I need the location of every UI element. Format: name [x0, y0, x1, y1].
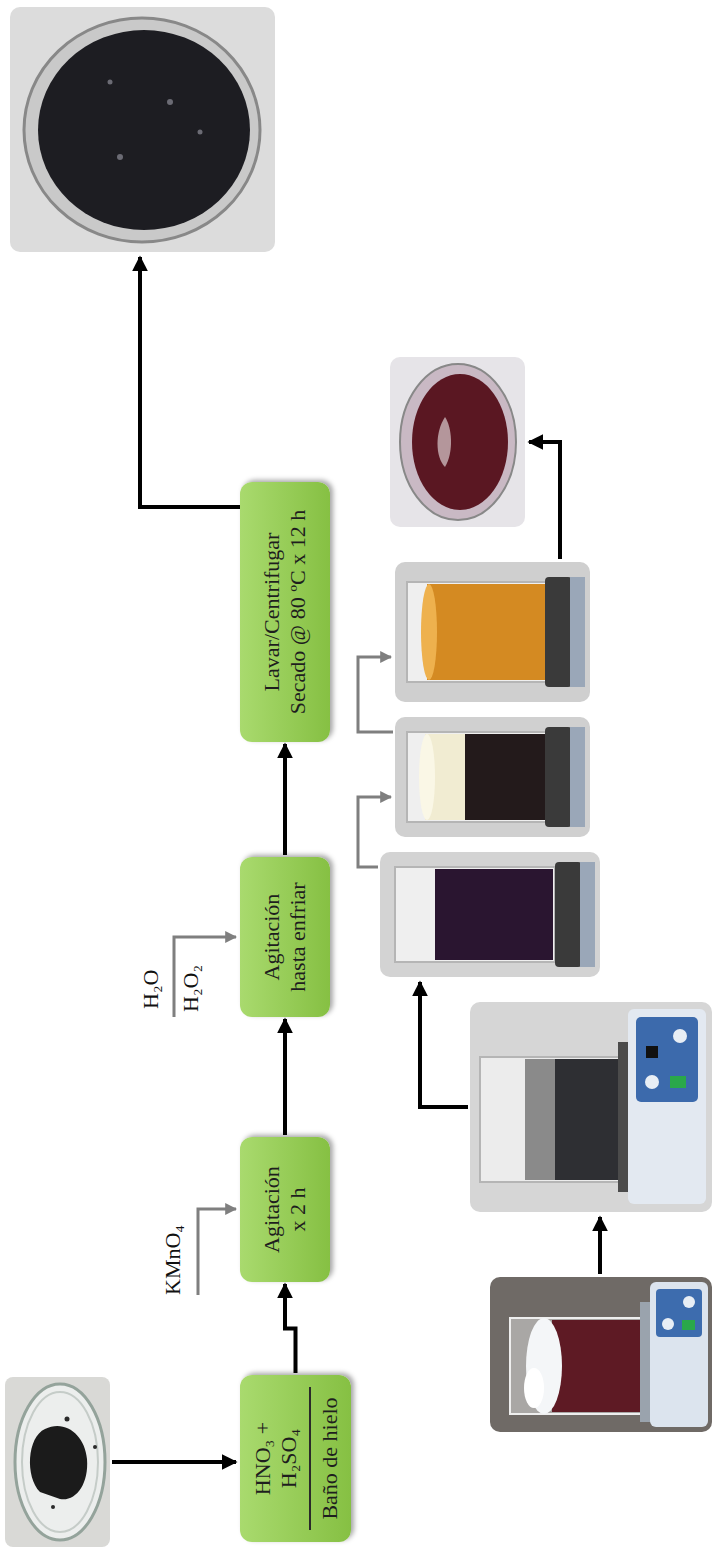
petri-dish: [400, 364, 516, 520]
photo-ground: [470, 1002, 712, 1212]
process-box: Agitación x 2 h: [240, 1137, 330, 1282]
film-speck: [108, 80, 113, 85]
stirrer-plate: [545, 727, 572, 827]
film-speck: [167, 99, 173, 105]
flow-arrow: [420, 982, 468, 1107]
stirrer-body: [650, 1282, 708, 1427]
liquid: [435, 869, 553, 960]
reagent-line: [198, 1209, 236, 1295]
beaker-photo: [395, 562, 590, 702]
powder-grain: [93, 1445, 97, 1449]
process-box: HNO₃ + H₂SO₄Baño de hielo: [240, 1375, 351, 1542]
knob: [683, 1296, 695, 1308]
beaker-photo: [470, 1002, 712, 1212]
reagent-label: KMnO₄: [160, 1225, 186, 1295]
beaker-photo: [395, 717, 590, 837]
graphite-powder: [30, 1426, 87, 1499]
reflection: [438, 417, 452, 467]
petri-photo: [10, 7, 275, 252]
process-box: Agitación hasta enfriar: [240, 857, 330, 1017]
beaker: [480, 1057, 620, 1182]
beaker-photo: [380, 852, 600, 977]
petri-dish: [15, 1384, 105, 1540]
box-text: Secado @ 80 ºC x 12 h: [285, 510, 311, 714]
film-speck: [117, 154, 123, 160]
flow-arrow: [112, 1460, 236, 1464]
powder-grain: [51, 1505, 55, 1509]
beaker-photo: [490, 1277, 712, 1432]
stirrer-body: [628, 1009, 706, 1204]
step-line: [358, 797, 391, 867]
petri-dish: [24, 18, 260, 242]
knob: [673, 1029, 687, 1043]
photo-ground: [390, 357, 525, 527]
photo-ground: [10, 7, 275, 252]
liquid: [552, 1320, 648, 1412]
switch: [646, 1046, 658, 1058]
photo-ground: [490, 1277, 712, 1432]
stirrer-plate: [555, 862, 582, 967]
flow-arrow: [283, 744, 287, 855]
photo-ground: [395, 717, 590, 837]
liquid: [421, 584, 437, 680]
liquid: [465, 734, 545, 820]
step-line: [358, 657, 393, 732]
liquid: [525, 1059, 555, 1180]
ice: [524, 1368, 544, 1408]
photo-ground: [395, 562, 590, 702]
beaker: [407, 732, 547, 822]
powder-grain: [65, 1417, 70, 1422]
box-text: HNO₃ + H₂SO₄: [248, 1387, 311, 1530]
switch: [682, 1320, 695, 1330]
photo-ground: [380, 852, 600, 977]
stirrer-body: [580, 862, 595, 967]
flow-arrow: [285, 1284, 296, 1373]
flow-arrow: [529, 442, 560, 559]
box-text: Lavar/Centrifugar: [259, 533, 285, 692]
flow-arrow: [140, 257, 240, 507]
stirrer-panel: [636, 1017, 698, 1102]
reagent-label: H₂O: [138, 970, 164, 1009]
beaker: [510, 1318, 650, 1414]
liquid: [427, 584, 545, 680]
beaker: [395, 867, 555, 962]
stirrer-panel: [656, 1289, 702, 1337]
film: [38, 30, 250, 230]
petri-photo: [390, 357, 525, 527]
beaker: [407, 582, 547, 682]
switch: [670, 1076, 686, 1088]
stirrer-plate: [545, 577, 572, 687]
knob: [645, 1075, 659, 1089]
foam: [419, 734, 435, 820]
box-text: Baño de hielo: [317, 1397, 343, 1519]
liquid: [412, 374, 508, 510]
stirrer-body: [570, 727, 585, 827]
petri-rim: [22, 1392, 98, 1532]
stirrer-body: [570, 577, 585, 687]
liquid: [555, 1059, 618, 1180]
reagent-line: [174, 937, 236, 1017]
box-text: Agitación x 2 h: [259, 1162, 312, 1258]
photo-ground: [5, 1377, 110, 1547]
flow-arrow: [598, 1217, 602, 1274]
box-text: Agitación hasta enfriar: [259, 875, 312, 1000]
graphite-photo: [5, 1377, 110, 1547]
reagent-label: H₂O₂: [178, 965, 204, 1012]
process-box: Lavar/CentrifugarSecado @ 80 ºC x 12 h: [240, 482, 330, 742]
knob: [662, 1318, 674, 1330]
flow-arrow: [283, 1019, 287, 1135]
film-speck: [198, 130, 203, 135]
